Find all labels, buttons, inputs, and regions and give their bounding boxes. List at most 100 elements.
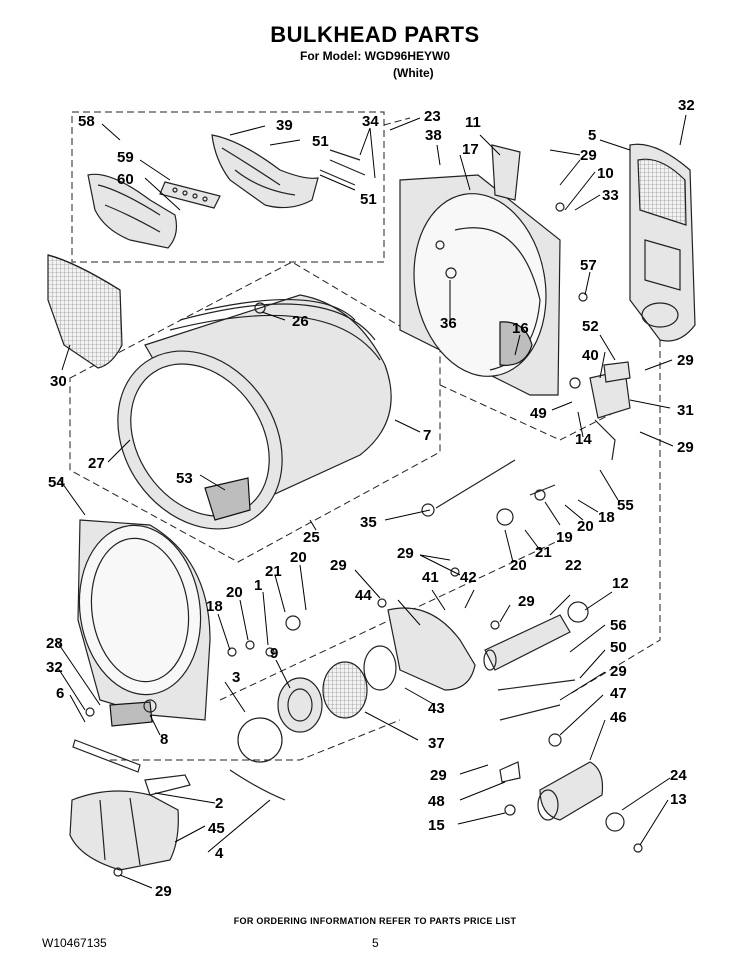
callout-56: 56 (610, 617, 627, 634)
seal-strip (72, 739, 141, 773)
rear-bulkhead (399, 144, 561, 396)
callout-59: 59 (117, 149, 134, 166)
callout-24: 24 (670, 767, 687, 784)
exhaust-duct (69, 790, 179, 871)
callout-33: 33 (602, 187, 619, 204)
callout-19: 19 (556, 529, 573, 546)
callout-16: 16 (512, 320, 529, 337)
dryer-drum (117, 294, 392, 530)
callout-3: 3 (232, 669, 240, 686)
callout-17: 17 (462, 141, 479, 158)
leader-lines (57, 114, 687, 889)
top-left-group-box (71, 111, 385, 263)
callout-27: 27 (88, 455, 105, 472)
callout-20-left: 20 (226, 584, 243, 601)
callout-28: 28 (46, 635, 63, 652)
callout-29-right: 29 (610, 663, 627, 680)
callout-41: 41 (422, 569, 439, 586)
callout-25: 25 (303, 529, 320, 546)
cylinder-housing (537, 761, 604, 821)
model-subtitle: For Model: WGD96HEYW0 (299, 49, 450, 63)
wire-clips (319, 149, 366, 186)
callout-20-top: 20 (290, 549, 307, 566)
rear-exhaust-cover (629, 143, 696, 342)
callout-5: 5 (588, 127, 596, 144)
callout-21-left: 21 (265, 563, 282, 580)
callout-38: 38 (425, 127, 442, 144)
right-side-outline (569, 318, 661, 695)
callout-9: 9 (270, 645, 278, 662)
callout-48: 48 (428, 793, 445, 810)
drum-group-outline (69, 261, 441, 563)
ordering-note: FOR ORDERING INFORMATION REFER TO PARTS … (233, 916, 517, 926)
callout-18: 18 (598, 509, 615, 526)
callout-10: 10 (597, 165, 614, 182)
callout-26: 26 (292, 313, 309, 330)
callout-12: 12 (612, 575, 629, 592)
gas-valve (589, 361, 631, 461)
callout-53: 53 (176, 470, 193, 487)
callout-42: 42 (460, 569, 477, 586)
small-fasteners (85, 202, 643, 877)
front-panel-bracket (87, 173, 178, 249)
callout-4: 4 (215, 845, 224, 862)
callout-21-right: 21 (535, 544, 552, 561)
callout-35: 35 (360, 514, 377, 531)
callout-14: 14 (575, 431, 592, 448)
callout-20-right: 20 (577, 518, 594, 535)
front-bulkhead (77, 519, 211, 727)
callout-52: 52 (582, 318, 599, 335)
callout-numbers: 58 39 34 23 51 59 60 51 38 11 5 32 17 29… (46, 97, 695, 900)
color-subtitle: (White) (393, 66, 434, 80)
led-board (159, 181, 221, 209)
callout-13: 13 (670, 791, 687, 808)
callout-22: 22 (565, 557, 582, 574)
callout-51: 51 (312, 133, 329, 150)
callout-29-lower: 29 (430, 767, 447, 784)
callout-6: 6 (56, 685, 64, 702)
callout-36: 36 (440, 315, 457, 332)
callout-20-lower: 20 (510, 557, 527, 574)
callout-54: 54 (48, 474, 65, 491)
callout-1: 1 (254, 577, 262, 594)
burner-tube (483, 601, 589, 671)
callout-51-lower: 51 (360, 191, 377, 208)
callout-23: 23 (424, 108, 441, 125)
callout-29-center: 29 (330, 557, 347, 574)
lower-left-link (110, 719, 401, 761)
callout-2: 2 (215, 795, 223, 812)
callout-40: 40 (582, 347, 599, 364)
page-number: 5 (372, 936, 379, 950)
callout-46: 46 (610, 709, 627, 726)
callout-50: 50 (610, 639, 627, 656)
callout-18-left: 18 (206, 598, 223, 615)
callout-29: 29 (580, 147, 597, 164)
callout-11: 11 (465, 114, 481, 131)
callout-7: 7 (423, 427, 431, 444)
rear-bulkhead-outline (439, 384, 616, 441)
callout-32-left: 32 (46, 659, 63, 676)
callout-57: 57 (580, 257, 597, 274)
callout-8: 8 (160, 731, 168, 748)
callout-37: 37 (428, 735, 445, 752)
document-number: W10467135 (42, 936, 107, 950)
callout-29-bottom: 29 (155, 883, 172, 900)
callout-58: 58 (78, 113, 95, 130)
top-right-link (383, 117, 411, 126)
callout-43: 43 (428, 700, 445, 717)
callout-47: 47 (610, 685, 627, 702)
callout-29-bracket: 29 (677, 439, 694, 456)
lint-screen (47, 254, 123, 369)
blower-housing (277, 607, 476, 733)
page-title: BULKHEAD PARTS (270, 22, 480, 47)
door-strike-bracket (211, 134, 319, 209)
callout-49: 49 (530, 405, 547, 422)
callout-30: 30 (50, 373, 67, 390)
callout-45: 45 (208, 820, 225, 837)
callout-32: 32 (678, 97, 695, 114)
belt-tensioner-parts (144, 717, 286, 801)
callout-15: 15 (428, 817, 445, 834)
callout-29-burner: 29 (518, 593, 535, 610)
callout-29-top: 29 (397, 545, 414, 562)
